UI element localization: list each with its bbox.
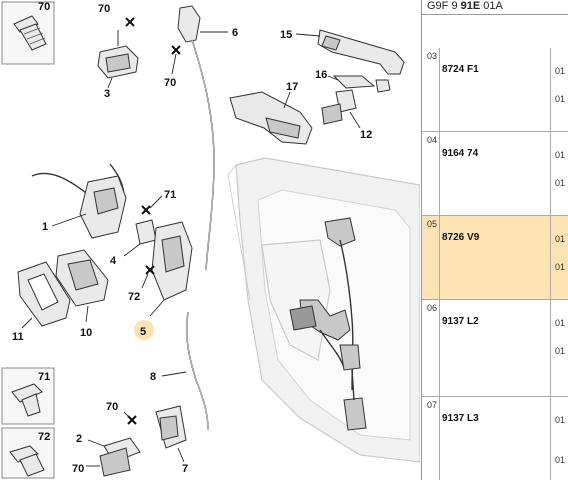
title-prefix: G9F 9	[427, 0, 461, 12]
door-panel	[227, 157, 420, 463]
ref-row[interactable]: 06 9137 L2 01 01	[422, 300, 568, 397]
callout-8: 8	[150, 371, 156, 383]
row-reference: 8724 F1	[442, 64, 479, 75]
part-7-bracket: 70 7	[106, 401, 188, 475]
row-index: 07	[427, 400, 438, 410]
row-qty-2: 01	[555, 178, 566, 188]
row-reference: 9164 74	[442, 148, 479, 159]
reference-panel: G9F 9 91E 01A 03 8724 F1 01 01 04 9164 7…	[421, 0, 568, 480]
row-qty-1: 01	[555, 415, 566, 425]
part-16-gasket: 16	[315, 69, 391, 93]
part-12-lock: 12	[321, 89, 372, 141]
callout-7: 7	[182, 463, 188, 475]
callout-15: 15	[280, 29, 292, 41]
ref-row[interactable]: 04 9164 74 01 01	[422, 132, 568, 216]
callout-71-box: 71	[38, 371, 50, 383]
callout-72-box: 72	[38, 431, 50, 443]
callout-16: 16	[315, 69, 327, 81]
part-15-handle: 15	[280, 29, 405, 75]
callout-17: 17	[286, 81, 298, 93]
callout-70-lower: 70	[106, 401, 118, 413]
part-72-screw-box: 72	[1, 427, 55, 479]
part-10-handle: 10	[55, 249, 109, 339]
row-qty-1: 01	[555, 150, 566, 160]
row-index: 05	[427, 219, 438, 229]
part-2-bezel: 2 70	[72, 433, 141, 477]
row-qty-1: 01	[555, 318, 566, 328]
parts-diagram: 70 70 3 6 70 15 16 17	[1, 1, 420, 479]
row-index: 06	[427, 303, 438, 313]
part-5-inner-handle: 72 5	[128, 221, 193, 340]
callout-70-bottom: 70	[72, 463, 84, 475]
callout-71: 71	[164, 189, 176, 201]
callout-12: 12	[360, 129, 372, 141]
callout-3: 3	[104, 88, 110, 100]
row-index: 04	[427, 135, 438, 145]
part-71-screw-box: 71	[1, 367, 55, 425]
row-reference: 9137 L2	[442, 316, 479, 327]
callout-5: 5	[140, 326, 146, 338]
panel-title: G9F 9 91E 01A	[422, 0, 568, 15]
callout-6: 6	[232, 27, 238, 39]
callout-10: 10	[80, 327, 92, 339]
part-70-screw-box: 70	[1, 1, 55, 65]
row-index: 03	[427, 51, 438, 61]
row-qty-2: 01	[555, 262, 566, 272]
row-qty-2: 01	[555, 455, 566, 465]
callout-70-top: 70	[98, 3, 110, 15]
row-reference: 9137 L3	[442, 413, 479, 424]
callout-1: 1	[42, 221, 48, 233]
title-bold: 91E	[460, 0, 481, 12]
row-qty-2: 01	[555, 346, 566, 356]
row-qty-2: 01	[555, 94, 566, 104]
part-11-bezel: 11	[12, 261, 71, 343]
callout-70-cable: 70	[164, 77, 176, 89]
callout-72: 72	[128, 291, 140, 303]
callout-2: 2	[76, 433, 82, 445]
row-reference: 8726 V9	[442, 232, 480, 243]
row-qty-1: 01	[555, 66, 566, 76]
ref-row[interactable]: 07 9137 L3 01 01	[422, 397, 568, 480]
callout-11: 11	[12, 331, 24, 343]
part-17-housing: 17	[229, 81, 313, 145]
part-8-cable: 8	[150, 311, 209, 431]
callout-4: 4	[110, 255, 117, 267]
part-3-bracket: 70 3	[97, 3, 139, 100]
callout-70-box-top: 70	[38, 1, 50, 13]
ref-row-selected[interactable]: 05 8726 V9 01 01	[422, 216, 568, 300]
part-6-cable: 6 70	[164, 5, 238, 271]
ref-row[interactable]: 03 8724 F1 01 01	[422, 48, 568, 132]
title-suffix: 01A	[480, 0, 503, 12]
part-1-lock: 1 71	[31, 163, 176, 239]
row-qty-1: 01	[555, 234, 566, 244]
